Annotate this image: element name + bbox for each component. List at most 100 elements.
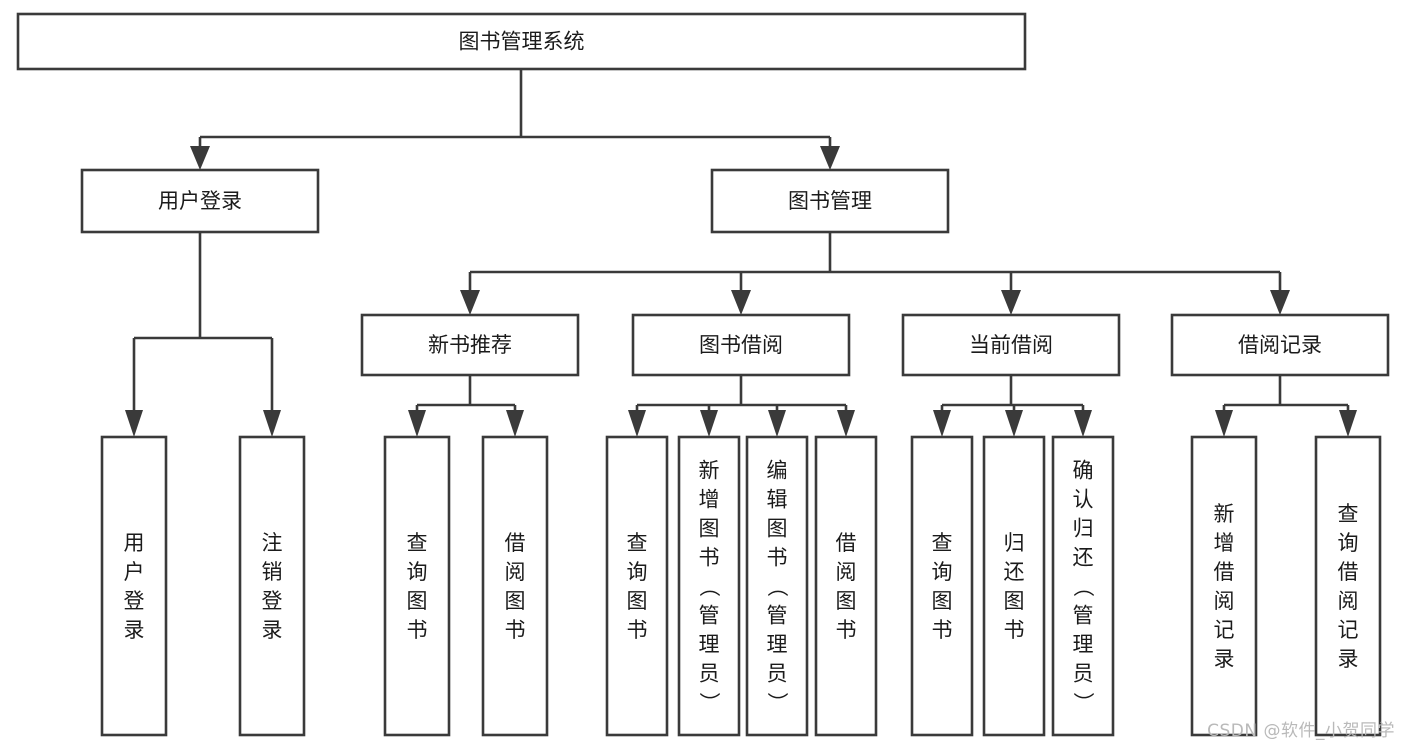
node-leaf-logout-label-char: 登 xyxy=(262,589,283,613)
node-user-login[interactable]: 用户登录 xyxy=(80,168,320,234)
node-leaf-query-book-1-label-char: 书 xyxy=(407,618,428,642)
arrow-head-book-management xyxy=(820,146,840,170)
arrow-head-leaf-edit-book xyxy=(768,410,786,437)
node-leaf-add-book-label-char: （ xyxy=(697,576,721,597)
node-leaf-user-login[interactable]: 用户登录 xyxy=(100,435,168,737)
node-leaf-return-book-label-char: 图 xyxy=(1004,589,1025,613)
node-new-book-recommend-label: 新书推荐 xyxy=(428,333,512,357)
node-leaf-add-record-label-char: 借 xyxy=(1214,560,1235,584)
arrow-head-user-login xyxy=(190,146,210,170)
node-root-图书管理系统[interactable]: 图书管理系统 xyxy=(16,12,1027,71)
node-leaf-query-record-label-char: 录 xyxy=(1338,647,1359,671)
node-leaf-confirm-return-label-char: ） xyxy=(1071,692,1095,713)
node-leaf-query-book-2-label-char: 询 xyxy=(627,560,648,584)
node-borrow-record-label: 借阅记录 xyxy=(1238,333,1322,357)
node-leaf-edit-book-label-char: 编 xyxy=(767,459,788,483)
node-leaf-add-book-label-char: ） xyxy=(697,692,721,713)
node-leaf-add-book-label-char: 理 xyxy=(699,633,720,657)
arrow-head-leaf-query-book-3 xyxy=(933,410,951,437)
node-leaf-confirm-return-label-char: 管 xyxy=(1073,604,1094,628)
node-leaf-add-book-rect xyxy=(677,435,741,737)
node-leaf-confirm-return-rect xyxy=(1051,435,1115,737)
node-leaf-logout-rect xyxy=(238,435,306,737)
node-leaf-user-login-rect xyxy=(100,435,168,737)
node-borrow-record[interactable]: 借阅记录 xyxy=(1170,313,1390,377)
csdn-watermark: CSDN @软件_小贺同学 xyxy=(1207,721,1395,741)
node-leaf-query-book-3-label-char: 查 xyxy=(932,531,953,555)
node-leaf-edit-book-label-char: 图 xyxy=(767,517,788,541)
node-leaf-add-record-rect xyxy=(1190,435,1258,737)
node-leaf-query-book-1-label-char: 查 xyxy=(407,531,428,555)
node-leaf-edit-book-rect xyxy=(745,435,809,737)
node-leaf-edit-book-label-char: （ xyxy=(765,576,789,597)
node-current-borrow[interactable]: 当前借阅 xyxy=(901,313,1121,377)
node-leaf-logout-label-char: 注 xyxy=(262,531,283,555)
node-book-management[interactable]: 图书管理 xyxy=(710,168,950,234)
node-new-book-recommend[interactable]: 新书推荐 xyxy=(360,313,580,377)
node-leaf-query-book-2-label-char: 书 xyxy=(627,618,648,642)
node-leaf-edit-book-label-char: 书 xyxy=(767,546,788,570)
node-leaf-logout-label-char: 录 xyxy=(262,618,283,642)
node-leaf-add-book-label-char: 书 xyxy=(699,546,720,570)
node-book-borrow-label: 图书借阅 xyxy=(699,333,783,357)
arrow-head-leaf-confirm-return xyxy=(1074,410,1092,437)
arrow-head-leaf-user-login xyxy=(125,410,143,437)
node-leaf-query-book-1-rect xyxy=(383,435,451,737)
node-leaf-edit-book-label-char: 理 xyxy=(767,633,788,657)
node-root-图书管理系统-label: 图书管理系统 xyxy=(459,30,585,54)
node-book-management-label: 图书管理 xyxy=(788,189,872,213)
node-leaf-borrow-book-2-rect xyxy=(814,435,878,737)
node-leaf-query-record-label-char: 阅 xyxy=(1338,589,1359,613)
node-leaf-query-record-label-char: 询 xyxy=(1338,531,1359,555)
node-new-book-recommend-rect xyxy=(360,313,580,377)
node-leaf-borrow-book-1-label-char: 图 xyxy=(505,589,526,613)
node-book-borrow-rect xyxy=(631,313,851,377)
node-leaf-confirm-return-label-char: （ xyxy=(1071,576,1095,597)
node-leaf-borrow-book-1-label-char: 阅 xyxy=(505,560,526,584)
arrow-head-book-borrow xyxy=(731,290,751,315)
node-leaf-edit-book-label-char: 辑 xyxy=(767,488,788,512)
node-book-borrow[interactable]: 图书借阅 xyxy=(631,313,851,377)
node-boxes-group: 图书管理系统用户登录图书管理新书推荐图书借阅当前借阅借阅记录用户登录注销登录查询… xyxy=(16,12,1390,737)
node-leaf-edit-book-label-char: 员 xyxy=(767,662,788,686)
arrow-head-leaf-query-book-1 xyxy=(408,410,426,437)
node-leaf-add-record-label-char: 记 xyxy=(1214,618,1235,642)
node-leaf-add-record-label-char: 增 xyxy=(1214,531,1235,555)
node-leaf-query-book-1-label-char: 询 xyxy=(407,560,428,584)
arrow-head-borrow-record xyxy=(1270,290,1290,315)
node-leaf-confirm-return-label-char: 理 xyxy=(1073,633,1094,657)
node-leaf-return-book-label-char: 书 xyxy=(1004,618,1025,642)
node-leaf-query-book-2-label-char: 图 xyxy=(627,589,648,613)
arrow-head-leaf-borrow-book-2 xyxy=(837,410,855,437)
node-leaf-borrow-book-2-label-char: 书 xyxy=(836,618,857,642)
node-current-borrow-label: 当前借阅 xyxy=(969,333,1053,357)
node-leaf-borrow-book-1-rect xyxy=(481,435,549,737)
node-leaf-query-book-3-label-char: 图 xyxy=(932,589,953,613)
node-leaf-edit-book-label-char: ） xyxy=(765,692,789,713)
node-leaf-borrow-book-2-label-char: 阅 xyxy=(836,560,857,584)
node-leaf-add-book-label-char: 员 xyxy=(699,662,720,686)
node-leaf-query-book-3-label-char: 询 xyxy=(932,560,953,584)
node-leaf-query-record-label-char: 记 xyxy=(1338,618,1359,642)
node-leaf-user-login-label-char: 用 xyxy=(124,531,145,555)
node-leaf-return-book-rect xyxy=(982,435,1046,737)
connector-lines-group xyxy=(125,69,1357,437)
node-root-图书管理系统-rect xyxy=(16,12,1027,71)
node-leaf-query-record-rect xyxy=(1314,435,1382,737)
node-leaf-edit-book-label-char: 管 xyxy=(767,604,788,628)
node-leaf-user-login-label-char: 户 xyxy=(124,560,145,584)
node-leaf-query-record-label-char: 查 xyxy=(1338,502,1359,526)
